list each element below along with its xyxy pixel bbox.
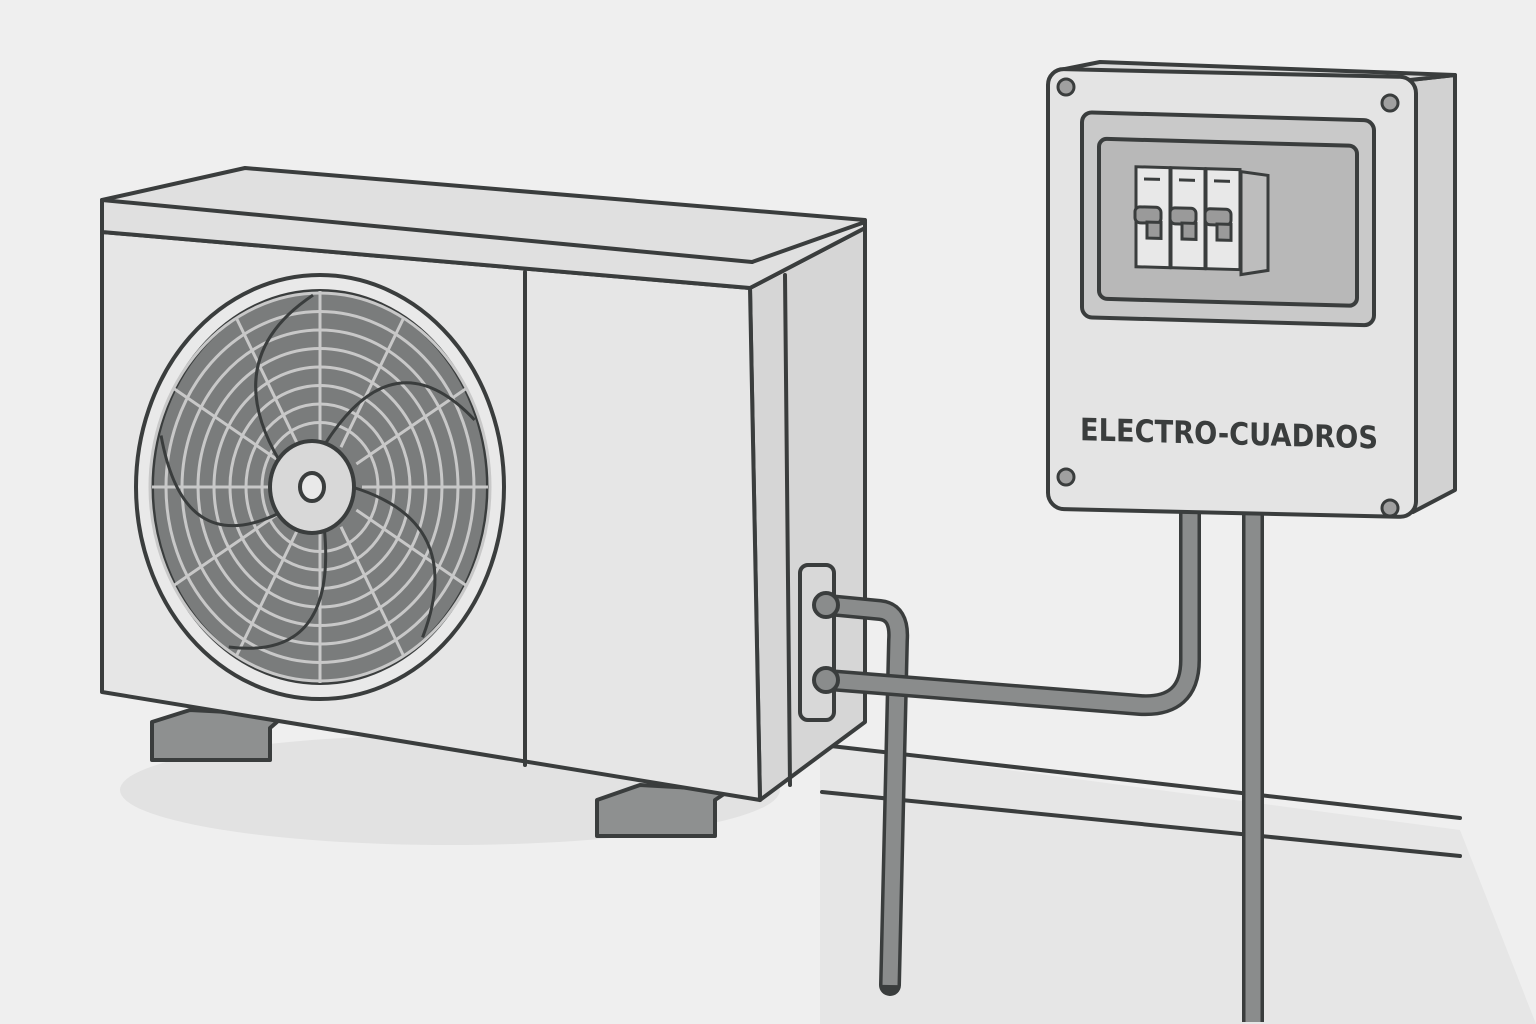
pipe-port: [798, 563, 836, 722]
grille-spoke: [234, 526, 301, 658]
grille-spoke: [339, 526, 406, 658]
grille-spoke: [355, 387, 467, 466]
fan-grille: [134, 273, 506, 701]
pipes: [798, 505, 1264, 1022]
fan-blade: [254, 293, 314, 462]
grille-spoke: [173, 387, 285, 466]
electrical-panel: ELECTRO-CUADROS: [1046, 60, 1457, 519]
panel-screws: [1056, 77, 1400, 518]
grille-spoke: [234, 316, 301, 448]
grille-spoke: [173, 508, 285, 587]
unit-feet: [150, 708, 732, 838]
unit-top: [100, 166, 867, 290]
circuit-breakers: [1133, 165, 1270, 277]
fan-blade: [159, 435, 281, 528]
grille-spoke: [339, 316, 406, 448]
fan-blade: [351, 485, 437, 638]
ground: [120, 735, 1536, 1024]
fan-blade: [228, 528, 328, 650]
fan-blade: [323, 381, 476, 446]
grille-spoke: [355, 508, 467, 587]
panel-brand-label: ELECTRO-CUADROS: [1080, 412, 1378, 456]
